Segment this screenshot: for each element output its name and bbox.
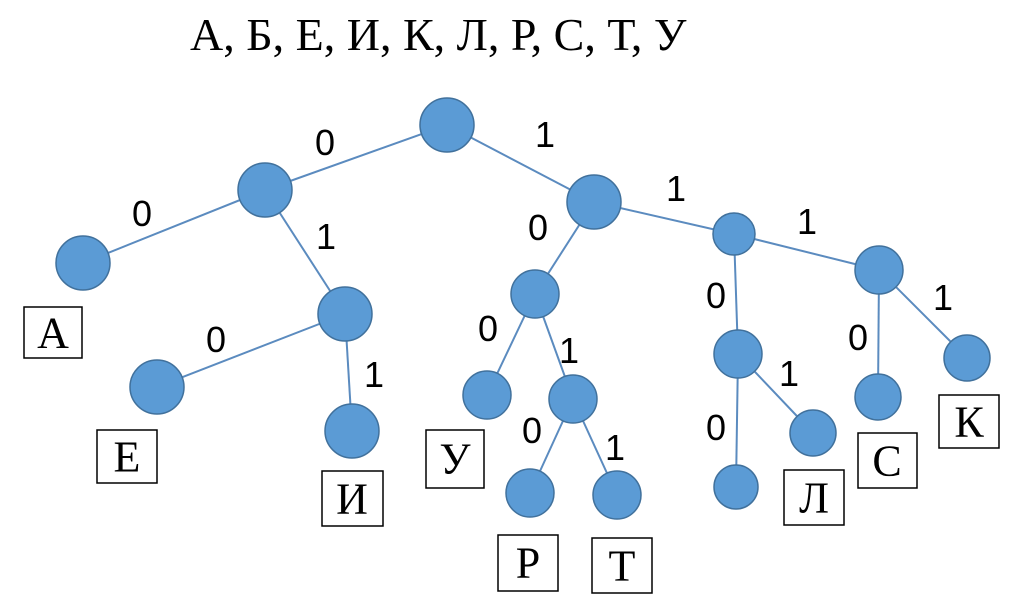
node-010 — [129, 359, 185, 415]
bit-label: 1 — [364, 354, 384, 395]
edge-n0-a — [82, 189, 266, 264]
letter-box-s: С — [857, 432, 918, 489]
node-11 — [712, 212, 756, 256]
letter-label: Е — [114, 433, 141, 482]
node-1101 — [789, 409, 837, 457]
node-root — [419, 97, 475, 153]
node-0 — [237, 162, 293, 218]
bit-label: 0 — [132, 193, 152, 234]
letter-box-u: У — [425, 429, 485, 489]
diagram-title: А, Б, Е, И, К, Л, Р, С, Т, У — [190, 9, 687, 60]
letter-label: Л — [799, 474, 829, 523]
bit-label: 1 — [666, 168, 686, 209]
edge-n01-e — [156, 313, 346, 388]
node-00 — [55, 235, 111, 291]
letter-box-e: Е — [96, 429, 158, 484]
bit-label: 1 — [316, 216, 336, 257]
node-1 — [566, 174, 622, 230]
node-101 — [548, 374, 598, 424]
node-1110 — [854, 373, 902, 421]
node-100 — [462, 370, 512, 420]
bit-label: 0 — [706, 407, 726, 448]
bit-label: 0 — [706, 275, 726, 316]
letter-label: С — [872, 437, 901, 486]
bit-label: 1 — [779, 353, 799, 394]
bit-label: 0 — [528, 207, 548, 248]
bit-label: 0 — [478, 308, 498, 349]
node-01 — [317, 286, 373, 342]
bit-label: 0 — [315, 122, 335, 163]
letter-box-l: Л — [783, 469, 845, 526]
edge-root-left — [264, 124, 448, 191]
node-1111 — [943, 334, 991, 382]
letter-label: И — [336, 475, 368, 524]
letter-label: К — [954, 398, 984, 447]
bit-label: 1 — [535, 114, 555, 155]
edge-n11-n111 — [733, 233, 880, 271]
bit-label: 0 — [522, 410, 542, 451]
letter-box-a: А — [23, 306, 83, 359]
letter-box-k: К — [938, 394, 1000, 449]
letter-label: А — [37, 309, 69, 358]
bit-label: 0 — [848, 317, 868, 358]
bit-label: 1 — [933, 277, 953, 318]
node-1011 — [592, 470, 642, 520]
node-10 — [510, 269, 560, 319]
bit-label: 0 — [206, 319, 226, 360]
node-110 — [713, 329, 763, 379]
node-011 — [324, 403, 380, 459]
letter-label: У — [439, 435, 471, 484]
letter-box-t: Т — [591, 537, 653, 594]
node-1010 — [505, 468, 555, 518]
letter-label: Т — [609, 542, 636, 591]
node-1100 — [713, 464, 759, 510]
letter-label: Р — [516, 539, 540, 588]
bit-label: 1 — [559, 330, 579, 371]
node-111 — [854, 245, 904, 295]
bit-label: 1 — [797, 201, 817, 242]
letter-box-i: И — [321, 470, 384, 527]
letter-box-r: Р — [497, 534, 559, 592]
bit-label: 1 — [605, 427, 625, 468]
